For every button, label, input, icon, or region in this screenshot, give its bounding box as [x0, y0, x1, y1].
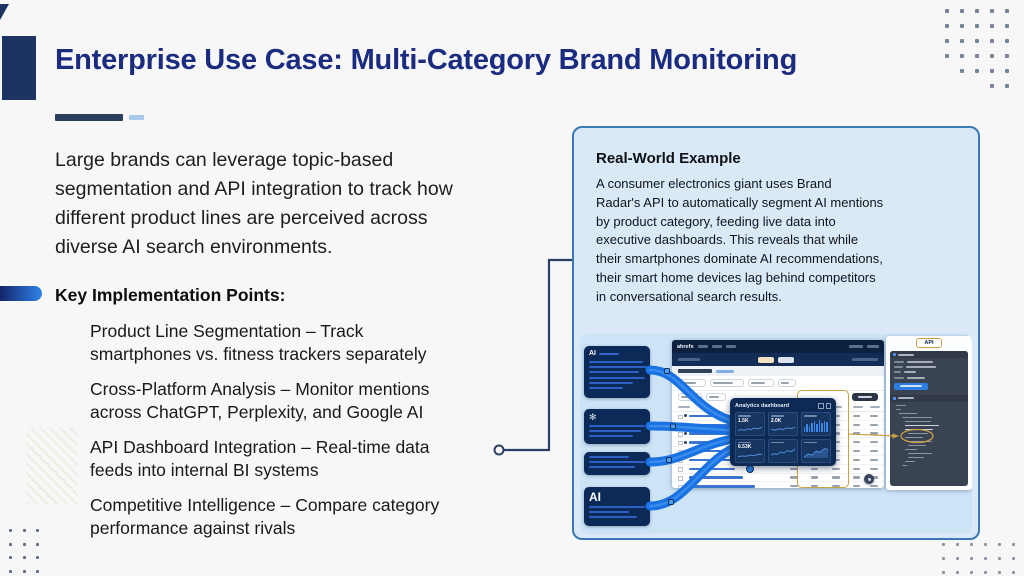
example-panel: Real-World Example A consumer electronic… [572, 126, 980, 540]
request-params [890, 361, 968, 379]
intro-line: segmentation and API integration to trac… [55, 178, 453, 200]
list-item: API Dashboard Integration – Real-time da… [90, 437, 430, 480]
ai-source-card: ✻ [584, 409, 650, 444]
intro-line: diverse AI search environments. [55, 236, 333, 258]
title-underline-dark [55, 114, 123, 121]
intro-line: different product lines are perceived ac… [55, 207, 428, 229]
openai-icon: ✻ [589, 412, 597, 422]
toolbar-control [678, 393, 702, 401]
card-text-lines [589, 361, 647, 389]
list-item: Product Line Segmentation – Track smartp… [90, 321, 427, 364]
title-accent-block [2, 36, 36, 100]
example-panel-heading: Real-World Example [596, 150, 741, 167]
expand-icon [818, 403, 831, 409]
metric-tile: 2.0K [767, 412, 799, 436]
metric-tiles: 1.5K 2.0K 6.53K [735, 412, 831, 463]
analytics-popup: Analytics dashboard 1.5K 2.0K [730, 398, 836, 466]
filter-chip [778, 356, 794, 363]
response-section-header [890, 394, 968, 402]
example-panel-body: A consumer electronics giant uses Brand … [596, 176, 884, 304]
ai-label: AI [589, 350, 596, 357]
help-widget-icon [864, 474, 874, 484]
send-request-button [894, 382, 928, 390]
card-text-lines [589, 425, 645, 438]
bar-chart-tile [800, 412, 831, 436]
request-section-header [890, 351, 968, 358]
filter-dropdown [778, 379, 796, 387]
toolbar-control [706, 393, 726, 401]
intro-line: Large brands can leverage topic-based [55, 149, 394, 171]
intro-paragraph: Large brands can leverage topic-based se… [55, 146, 525, 262]
code-editor [890, 351, 968, 486]
section-accent-bar [0, 286, 42, 301]
ai-source-card: AI [584, 346, 650, 398]
filter-dropdown [748, 379, 774, 387]
filter-chip [758, 356, 774, 363]
key-points-heading: Key Implementation Points: [55, 285, 286, 305]
api-badge: API [916, 338, 942, 348]
area-chart-tile [767, 438, 799, 463]
api-panel: API [886, 336, 972, 490]
filter-dropdown [710, 379, 744, 387]
list-item: Competitive Intelligence – Compare categ… [90, 495, 440, 538]
ai-source-card: AI [584, 487, 650, 526]
ai-label: AI [589, 490, 601, 504]
card-text-lines [589, 506, 645, 519]
export-button [852, 393, 878, 401]
dashboard-topbar: ahrefs [672, 340, 884, 353]
area-chart-tile [800, 438, 831, 463]
dashboard-subbar [672, 353, 884, 366]
ai-source-card [584, 452, 650, 475]
filter-dropdown [678, 379, 706, 387]
dashboard-logo: ahrefs [677, 343, 694, 350]
workflow-illustration: AI ✻ AI ahrefs [580, 334, 972, 534]
metric-tile: 1.5K [735, 412, 766, 436]
hatch-ornament [26, 428, 78, 504]
dashboard-breadcrumb [672, 366, 884, 376]
response-json [890, 404, 968, 471]
title-underline-light [129, 115, 144, 120]
dashboard-filter-row [672, 376, 884, 391]
card-text-lines [589, 456, 645, 469]
page-title: Enterprise Use Case: Multi-Category Bran… [55, 44, 798, 76]
key-points-list: Product Line Segmentation – Track smartp… [90, 320, 535, 552]
list-item: Cross-Platform Analysis – Monitor mentio… [90, 379, 430, 422]
corner-accent [0, 4, 9, 20]
popup-title: Analytics dashboard [735, 403, 790, 409]
metric-tile: 6.53K [735, 438, 766, 463]
